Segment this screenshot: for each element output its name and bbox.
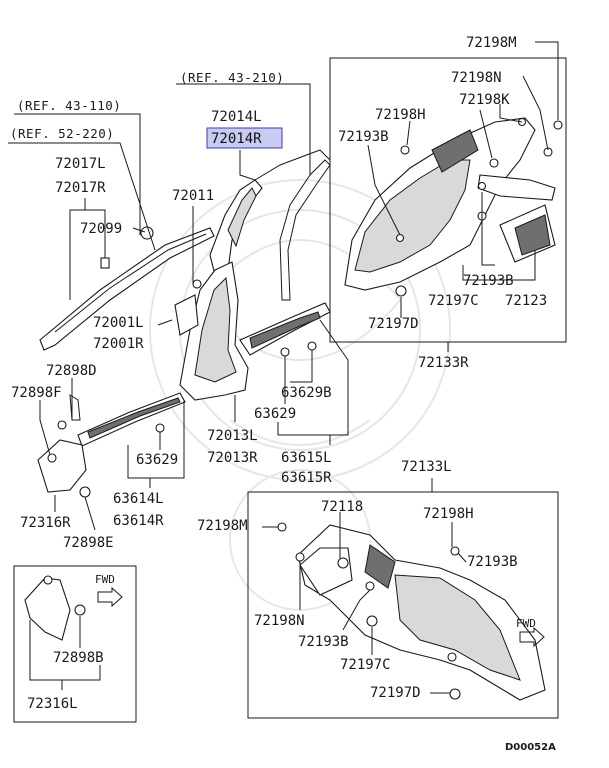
label-72001R: 72001R [93, 336, 144, 352]
ref-43-110: (REF. 43-110) [17, 98, 121, 113]
label-63614R: 63614R [113, 513, 164, 529]
lower-right-group-box [247, 491, 559, 719]
fasteners-lower-right [277, 522, 461, 700]
label-72193B-low1: 72193B [467, 554, 518, 570]
label-72017R: 72017R [55, 180, 106, 196]
label-72193B-low2: 72193B [298, 634, 349, 650]
upper-right-group-box [329, 57, 567, 343]
label-72198M-top: 72198M [466, 35, 517, 51]
label-72011: 72011 [172, 188, 214, 204]
label-72193B-top2: 72193B [463, 273, 514, 289]
label-72017L: 72017L [55, 156, 106, 172]
label-72013L: 72013L [207, 428, 258, 444]
rear-trim-panel-left [297, 524, 546, 701]
label-72197C-top: 72197C [428, 293, 479, 309]
label-63629B: 63629B [281, 385, 332, 401]
label-72316R: 72316R [20, 515, 71, 531]
label-63614L: 63614L [113, 491, 164, 507]
label-72898E: 72898E [63, 535, 114, 551]
label-72014L: 72014L [211, 109, 262, 125]
label-63629-mid: 63629 [254, 406, 296, 422]
label-72014R: 72014R [211, 131, 262, 147]
fwd-arrow-inset-icon [97, 586, 123, 608]
label-72193B-top1: 72193B [338, 129, 389, 145]
label-63629-low: 63629 [136, 452, 178, 468]
label-72013R: 72013R [207, 450, 258, 466]
label-72118: 72118 [321, 499, 363, 515]
label-72198H-low: 72198H [423, 506, 474, 522]
label-63615R: 63615R [281, 470, 332, 486]
diagram-id: D00052A [505, 742, 556, 753]
label-72133R: 72133R [418, 355, 469, 371]
rear-trim-panel-right [344, 117, 556, 291]
ref-52-220: (REF. 52-220) [10, 126, 114, 141]
label-63615L: 63615L [281, 450, 332, 466]
label-72898B: 72898B [53, 650, 104, 666]
fwd-label-lower-right: FWD [516, 617, 536, 630]
fwd-label-inset: FWD [95, 573, 115, 586]
label-72197D-low: 72197D [370, 685, 421, 701]
highlight-72014R [206, 127, 283, 149]
label-72197C-low: 72197C [340, 657, 391, 673]
label-72316L: 72316L [27, 696, 78, 712]
ref-43-210: (REF. 43-210) [180, 70, 284, 85]
label-72198H-top: 72198H [375, 107, 426, 123]
leader-lines [8, 41, 559, 694]
label-72099: 72099 [80, 221, 122, 237]
fwd-arrow-lower-right-icon [519, 626, 545, 648]
label-72133L: 72133L [401, 459, 452, 475]
pillar-trims [37, 149, 331, 498]
label-72198N-low: 72198N [254, 613, 305, 629]
inset-box [13, 565, 137, 723]
label-72898D: 72898D [46, 363, 97, 379]
label-72001L: 72001L [93, 315, 144, 331]
label-72898F: 72898F [11, 385, 62, 401]
label-72198N-top: 72198N [451, 70, 502, 86]
label-72198K: 72198K [459, 92, 510, 108]
label-72198M-low: 72198M [197, 518, 248, 534]
label-72197D-top: 72197D [368, 316, 419, 332]
label-72123: 72123 [505, 293, 547, 309]
